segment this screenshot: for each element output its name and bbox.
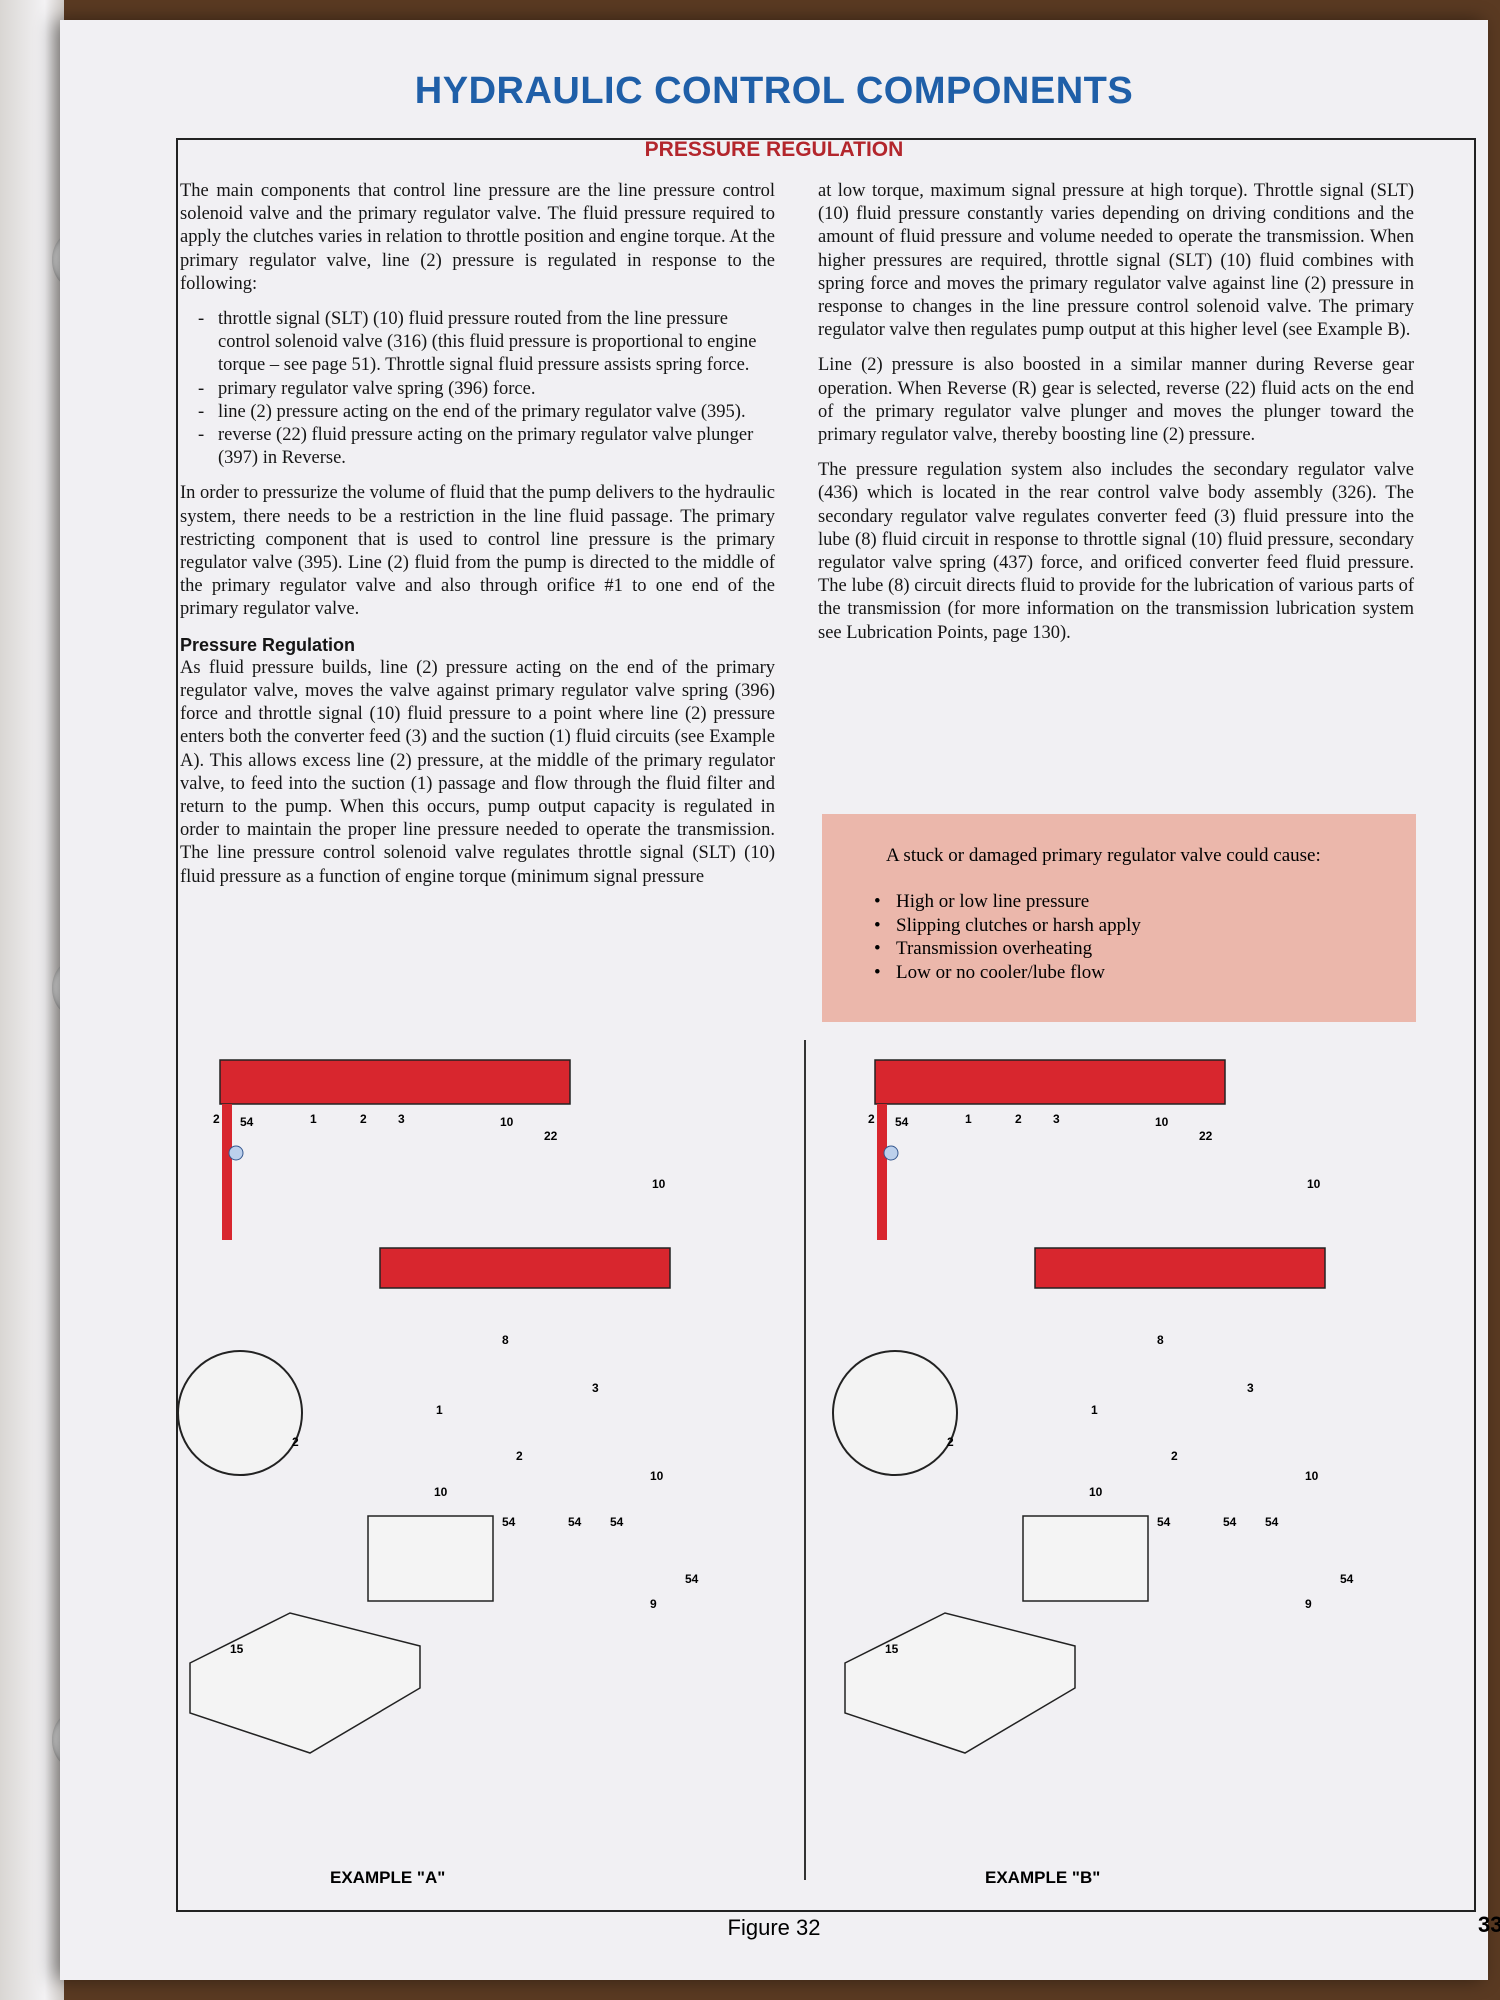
warning-item: Slipping clutches or harsh apply — [874, 914, 1141, 938]
svg-text:54: 54 — [502, 1515, 516, 1529]
right-text-column: at low torque, maximum signal pressure a… — [818, 180, 1414, 657]
svg-text:2: 2 — [360, 1112, 367, 1126]
svg-text:10: 10 — [1155, 1115, 1169, 1129]
filter-sump-group: FLUID FILTER ASSEMBLY (42) FLUID SUMP — [844, 1612, 1076, 1754]
svg-text:3: 3 — [398, 1112, 405, 1126]
svg-text:10: 10 — [1307, 1177, 1321, 1191]
svg-text:3: 3 — [1053, 1112, 1060, 1126]
svg-text:22: 22 — [1199, 1129, 1213, 1143]
primary-regulator-valve-group: PRIMARY REGULATOR VALVE PLUNGER — [219, 1059, 571, 1105]
warning-lead: A stuck or damaged primary regulator val… — [886, 845, 1321, 866]
list-item: primary regulator valve spring (396) for… — [198, 378, 775, 401]
manual-page: HYDRAULIC CONTROL COMPONENTS PRESSURE RE… — [60, 20, 1500, 1980]
svg-text:54: 54 — [610, 1515, 624, 1529]
fluid-pump-group: FLUID PUMP — [177, 1350, 303, 1476]
svg-text:54: 54 — [1340, 1572, 1354, 1586]
intro-paragraph: The main components that control line pr… — [180, 181, 775, 294]
svg-text:10: 10 — [500, 1115, 514, 1129]
svg-text:2: 2 — [947, 1435, 954, 1449]
list-item: reverse (22) fluid pressure acting on th… — [198, 424, 775, 470]
primary-regulator-valve-group: PRIMARY REGULATOR VALVE PLUNGER — [874, 1059, 1226, 1105]
svg-text:2: 2 — [213, 1112, 220, 1126]
svg-text:1: 1 — [310, 1112, 317, 1126]
orifice-markers: 1 6 19 18 — [883, 1145, 899, 1161]
list-item: line (2) pressure acting on the end of t… — [198, 401, 775, 424]
svg-text:2: 2 — [1015, 1112, 1022, 1126]
column-divider — [804, 1040, 806, 1880]
svg-text:54: 54 — [1223, 1515, 1237, 1529]
regulation-factor-list: throttle signal (SLT) (10) fluid pressur… — [180, 308, 775, 470]
svg-text:2: 2 — [868, 1112, 875, 1126]
svg-text:54: 54 — [1157, 1515, 1171, 1529]
left-text-column: The main components that control line pr… — [180, 180, 775, 901]
svg-text:1: 1 — [436, 1403, 443, 1417]
svg-text:10: 10 — [1305, 1469, 1319, 1483]
circuit-lines — [222, 1104, 232, 1240]
svg-text:10: 10 — [1089, 1485, 1103, 1499]
warning-item: High or low line pressure — [874, 890, 1141, 914]
svg-text:2: 2 — [1171, 1449, 1178, 1463]
svg-text:3: 3 — [592, 1381, 599, 1395]
svg-text:10: 10 — [650, 1469, 664, 1483]
warning-item: Transmission overheating — [874, 937, 1141, 961]
warning-item: Low or no cooler/lube flow — [874, 961, 1141, 985]
svg-text:22: 22 — [544, 1129, 558, 1143]
circuit-lines — [877, 1104, 887, 1240]
svg-text:9: 9 — [1305, 1597, 1312, 1611]
warning-list: High or low line pressure Slipping clutc… — [874, 890, 1141, 984]
svg-text:54: 54 — [685, 1572, 699, 1586]
svg-text:3: 3 — [1247, 1381, 1254, 1395]
example-caption: EXAMPLE "A" — [330, 1868, 445, 1887]
circuit-number-labels: 2 54 1 2 3 10 22 10 8 3 1 2 2 10 10 54 5… — [868, 1112, 1354, 1656]
svg-text:8: 8 — [502, 1333, 509, 1347]
svg-text:10: 10 — [652, 1177, 666, 1191]
secondary-regulator-paragraph: The pressure regulation system also incl… — [818, 460, 1414, 643]
line-pressure-solenoid-group: LINE PRESSURE CONTROL SOLENOID VALVE (SL… — [1022, 1515, 1149, 1602]
hydraulic-diagram-example-b: PRIMARY REGULATOR VALVE PLUNGER — [832, 1059, 1354, 1887]
svg-text:2: 2 — [292, 1435, 299, 1449]
section-heading: Pressure Regulation — [180, 634, 356, 655]
fluid-pump-group: FLUID PUMP — [832, 1350, 958, 1476]
svg-text:10: 10 — [434, 1485, 448, 1499]
secondary-regulator-valve-group: SECONDARY REGULATOR VALVE — [1034, 1247, 1326, 1289]
svg-text:54: 54 — [1265, 1515, 1279, 1529]
content-frame — [176, 138, 1476, 1912]
secondary-regulator-valve-group: SECONDARY REGULATOR VALVE — [379, 1247, 671, 1289]
svg-text:8: 8 — [1157, 1333, 1164, 1347]
svg-text:1: 1 — [965, 1112, 972, 1126]
svg-text:54: 54 — [895, 1115, 909, 1129]
filter-sump-group: FLUID FILTER ASSEMBLY (42) FLUID SUMP — [189, 1612, 421, 1754]
line-pressure-solenoid-group: LINE PRESSURE CONTROL SOLENOID VALVE (SL… — [367, 1515, 494, 1602]
svg-text:15: 15 — [230, 1642, 244, 1656]
continuation-paragraph: at low torque, maximum signal pressure a… — [818, 181, 1414, 341]
restriction-paragraph: In order to pressurize the volume of flu… — [180, 483, 775, 620]
figure-caption: Figure 32 — [727, 1915, 821, 1940]
svg-text:9: 9 — [650, 1597, 657, 1611]
page-number: 33 — [1478, 1912, 1500, 1937]
section-subtitle: PRESSURE REGULATION — [644, 138, 904, 161]
circuit-number-labels: 2 54 1 2 3 10 22 10 8 3 1 2 2 10 10 54 5… — [213, 1112, 699, 1656]
reverse-paragraph: Line (2) pressure is also boosted in a s… — [818, 355, 1414, 446]
svg-text:15: 15 — [885, 1642, 899, 1656]
hydraulic-diagram-example-a: PRIMARY REGULATOR VALVE PLUNGER — [177, 1059, 699, 1887]
warning-box: A stuck or damaged primary regulator val… — [822, 814, 1416, 1022]
list-item: throttle signal (SLT) (10) fluid pressur… — [198, 308, 775, 378]
page-title: HYDRAULIC CONTROL COMPONENTS — [414, 70, 1134, 112]
pressure-regulation-paragraph: As fluid pressure builds, line (2) press… — [180, 657, 775, 887]
svg-text:54: 54 — [568, 1515, 582, 1529]
svg-text:1: 1 — [1091, 1403, 1098, 1417]
orifice-markers: 1 6 19 18 — [228, 1145, 244, 1161]
svg-text:2: 2 — [516, 1449, 523, 1463]
example-caption: EXAMPLE "B" — [985, 1868, 1100, 1887]
svg-text:54: 54 — [240, 1115, 254, 1129]
